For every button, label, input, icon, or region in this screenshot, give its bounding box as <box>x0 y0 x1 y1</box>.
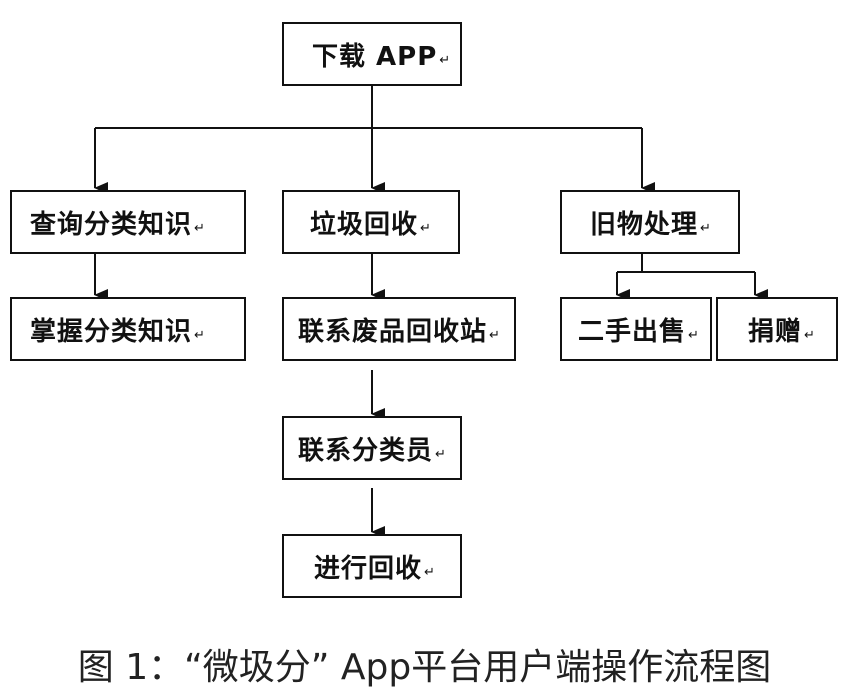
paragraph-mark-icon: ↵ <box>420 220 431 236</box>
paragraph-mark-icon: ↵ <box>194 220 205 236</box>
node-perform-recycling: 进行回收↵ <box>282 534 462 598</box>
node-label: 垃圾回收 <box>310 209 419 240</box>
paragraph-mark-icon: ↵ <box>700 220 711 236</box>
paragraph-mark-icon: ↵ <box>424 564 435 580</box>
paragraph-mark-icon: ↵ <box>439 52 451 68</box>
paragraph-mark-icon: ↵ <box>194 327 205 343</box>
paragraph-mark-icon: ↵ <box>435 446 446 462</box>
node-label: 进行回收 <box>314 553 423 584</box>
node-label: 旧物处理 <box>590 209 699 240</box>
node-contact-recycling-station: 联系废品回收站↵ <box>282 297 516 361</box>
paragraph-mark-icon: ↵ <box>688 327 699 343</box>
node-contact-sorter: 联系分类员↵ <box>282 416 462 480</box>
node-download-app: 下载 APP↵ <box>282 22 462 86</box>
figure-caption: 图 1：“微圾分” App平台用户端操作流程图 <box>77 647 772 688</box>
node-query-knowledge: 查询分类知识↵ <box>10 190 246 254</box>
node-label: 下载 APP <box>312 41 438 72</box>
node-garbage-recycling: 垃圾回收↵ <box>282 190 460 254</box>
node-label: 掌握分类知识 <box>30 316 193 347</box>
node-master-knowledge: 掌握分类知识↵ <box>10 297 246 361</box>
node-second-hand-sale: 二手出售↵ <box>560 297 712 361</box>
node-label: 联系废品回收站 <box>298 316 488 347</box>
node-label: 联系分类员 <box>298 435 434 466</box>
node-old-items-handling: 旧物处理↵ <box>560 190 740 254</box>
node-label: 查询分类知识 <box>30 209 193 240</box>
node-label: 二手出售 <box>578 316 687 347</box>
node-donate: 捐赠↵ <box>716 297 838 361</box>
node-label: 捐赠 <box>748 316 803 347</box>
paragraph-mark-icon: ↵ <box>804 327 815 343</box>
paragraph-mark-icon: ↵ <box>489 327 500 343</box>
